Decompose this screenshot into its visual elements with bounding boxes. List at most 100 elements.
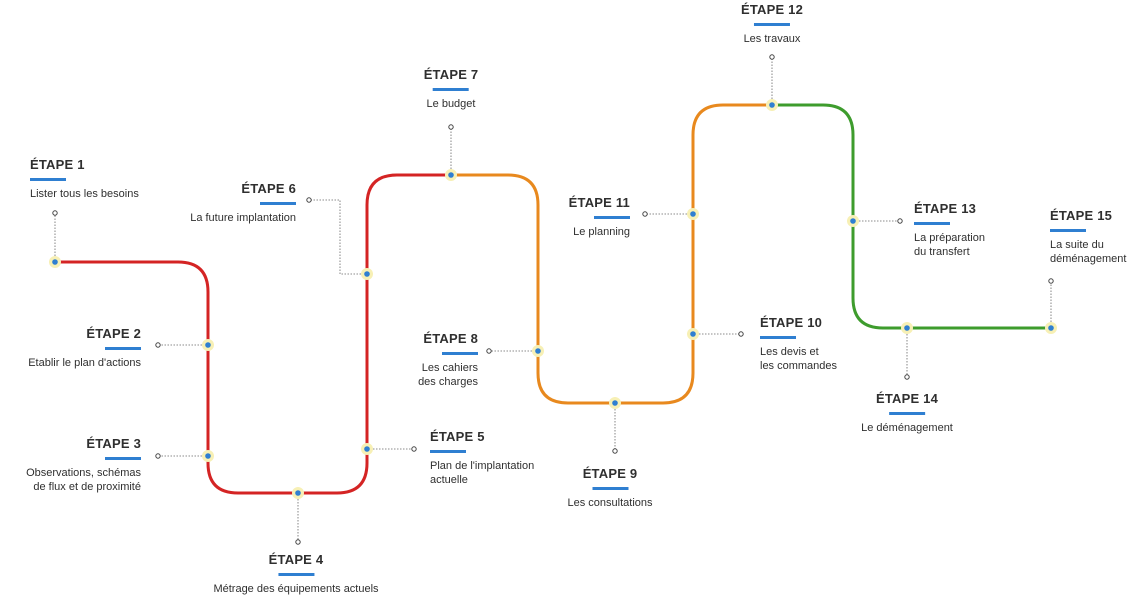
step-description-line: actuelle [430,474,468,486]
step-title: ÉTAPE 9 [582,466,638,481]
connector-end-step-15 [1048,278,1054,284]
step-description-line: Lister tous les besoins [30,188,139,200]
step-label-4: ÉTAPE 4 Métrage des équipements actuels [213,552,378,596]
node-step-11 [687,208,699,220]
route-segment-1 [55,173,451,495]
step-description-line: La suite du [1050,239,1104,251]
node-step-6 [361,268,373,280]
step-description: Le planning [569,225,630,239]
step-description: Plan de l'implantation actuelle [430,459,534,487]
step-description-line: Les cahiers [421,362,478,374]
step-description-line: Le budget [426,98,476,110]
step-description: Les consultations [568,496,653,510]
route-segment-3 [772,103,1051,330]
step-title-underline [277,573,314,576]
step-title: ÉTAPE 8 [423,331,478,346]
step-description-line: Etablir le plan d'actions [28,357,141,369]
node-step-13 [847,215,859,227]
node-step-10 [687,328,699,340]
step-title: ÉTAPE 5 [430,429,485,444]
connector-end-step-13 [897,218,903,224]
connector-end-step-12 [769,54,775,60]
node-step-15 [1045,322,1057,334]
connector-step-6 [309,199,367,275]
step-description-line: Les consultations [567,497,653,509]
step-title-underline [754,23,790,26]
step-description: Observations, schémas de flux et de proxi… [26,466,141,494]
route-segment-2 [451,103,772,405]
node-step-8 [532,345,544,357]
step-description: Le budget [424,97,479,111]
step-description: Les travaux [741,32,803,46]
step-description-line: déménagement [1050,253,1127,265]
step-description-line: du transfert [914,246,970,258]
step-description-line: Plan de l'implantation [430,460,535,472]
node-step-1 [49,256,61,268]
step-title: ÉTAPE 1 [30,157,85,172]
node-step-7 [445,169,457,181]
step-label-1: ÉTAPE 1 Lister tous les besoins [30,157,139,201]
step-label-7: ÉTAPE 7 Le budget [424,67,479,111]
step-description: Les cahiers des charges [418,361,478,389]
step-title-underline [914,222,950,225]
node-step-4 [292,487,304,499]
step-description-line: Le planning [573,226,630,238]
step-title: ÉTAPE 10 [760,315,823,330]
connector-end-step-4 [295,539,301,545]
node-step-2 [202,339,214,351]
step-description: Le déménagement [861,421,953,435]
step-description-line: Observations, schémas [26,467,141,479]
step-label-8: ÉTAPE 8 Les cahiers des charges [418,331,478,389]
step-title-underline [260,202,296,205]
node-step-14 [901,322,913,334]
step-description: Métrage des équipements actuels [213,582,378,596]
step-title-underline [888,412,925,415]
step-label-13: ÉTAPE 13 La préparation du transfert [914,201,985,259]
step-description: La suite du déménagement [1050,238,1126,266]
step-description: Lister tous les besoins [30,187,139,201]
step-title: ÉTAPE 12 [740,2,804,17]
step-title: ÉTAPE 11 [568,195,630,210]
step-description-line: Métrage des équipements actuels [213,583,379,595]
step-description-line: de flux et de proximité [33,481,141,493]
step-label-9: ÉTAPE 9 Les consultations [568,466,653,510]
step-title-underline [592,487,628,490]
step-label-5: ÉTAPE 5 Plan de l'implantation actuelle [430,429,534,487]
step-description-line: La préparation [914,232,985,244]
step-description-line: Le déménagement [861,422,953,434]
step-title: ÉTAPE 2 [86,326,141,341]
step-description: Etablir le plan d'actions [28,356,141,370]
step-title: ÉTAPE 4 [268,552,324,567]
step-description-line: Les travaux [743,33,801,45]
step-description-line: Les devis et [760,346,819,358]
connector-end-step-1 [52,210,58,216]
connector-end-step-6 [306,197,312,203]
node-step-5 [361,443,373,455]
step-title: ÉTAPE 14 [875,391,939,406]
step-title-underline [594,216,630,219]
step-label-14: ÉTAPE 14 Le déménagement [861,391,953,435]
step-description-line: des charges [418,376,478,388]
step-title: ÉTAPE 3 [86,436,141,451]
step-title-underline [105,457,141,460]
step-title: ÉTAPE 6 [241,181,296,196]
step-title-underline [105,347,141,350]
step-label-12: ÉTAPE 12 Les travaux [741,2,803,46]
step-description: La préparation du transfert [914,231,985,259]
step-title: ÉTAPE 13 [914,201,977,216]
node-step-3 [202,450,214,462]
step-title-underline [760,336,796,339]
step-label-2: ÉTAPE 2 Etablir le plan d'actions [28,326,141,370]
connector-end-step-10 [738,331,744,337]
step-description: La future implantation [190,211,296,225]
node-step-12 [766,99,778,111]
connector-end-step-11 [642,211,648,217]
connector-end-step-8 [486,348,492,354]
step-title-underline [433,88,469,91]
connector-end-step-9 [612,448,618,454]
connector-end-step-2 [155,342,161,348]
step-title-underline [1050,229,1086,232]
step-title: ÉTAPE 7 [423,67,479,82]
